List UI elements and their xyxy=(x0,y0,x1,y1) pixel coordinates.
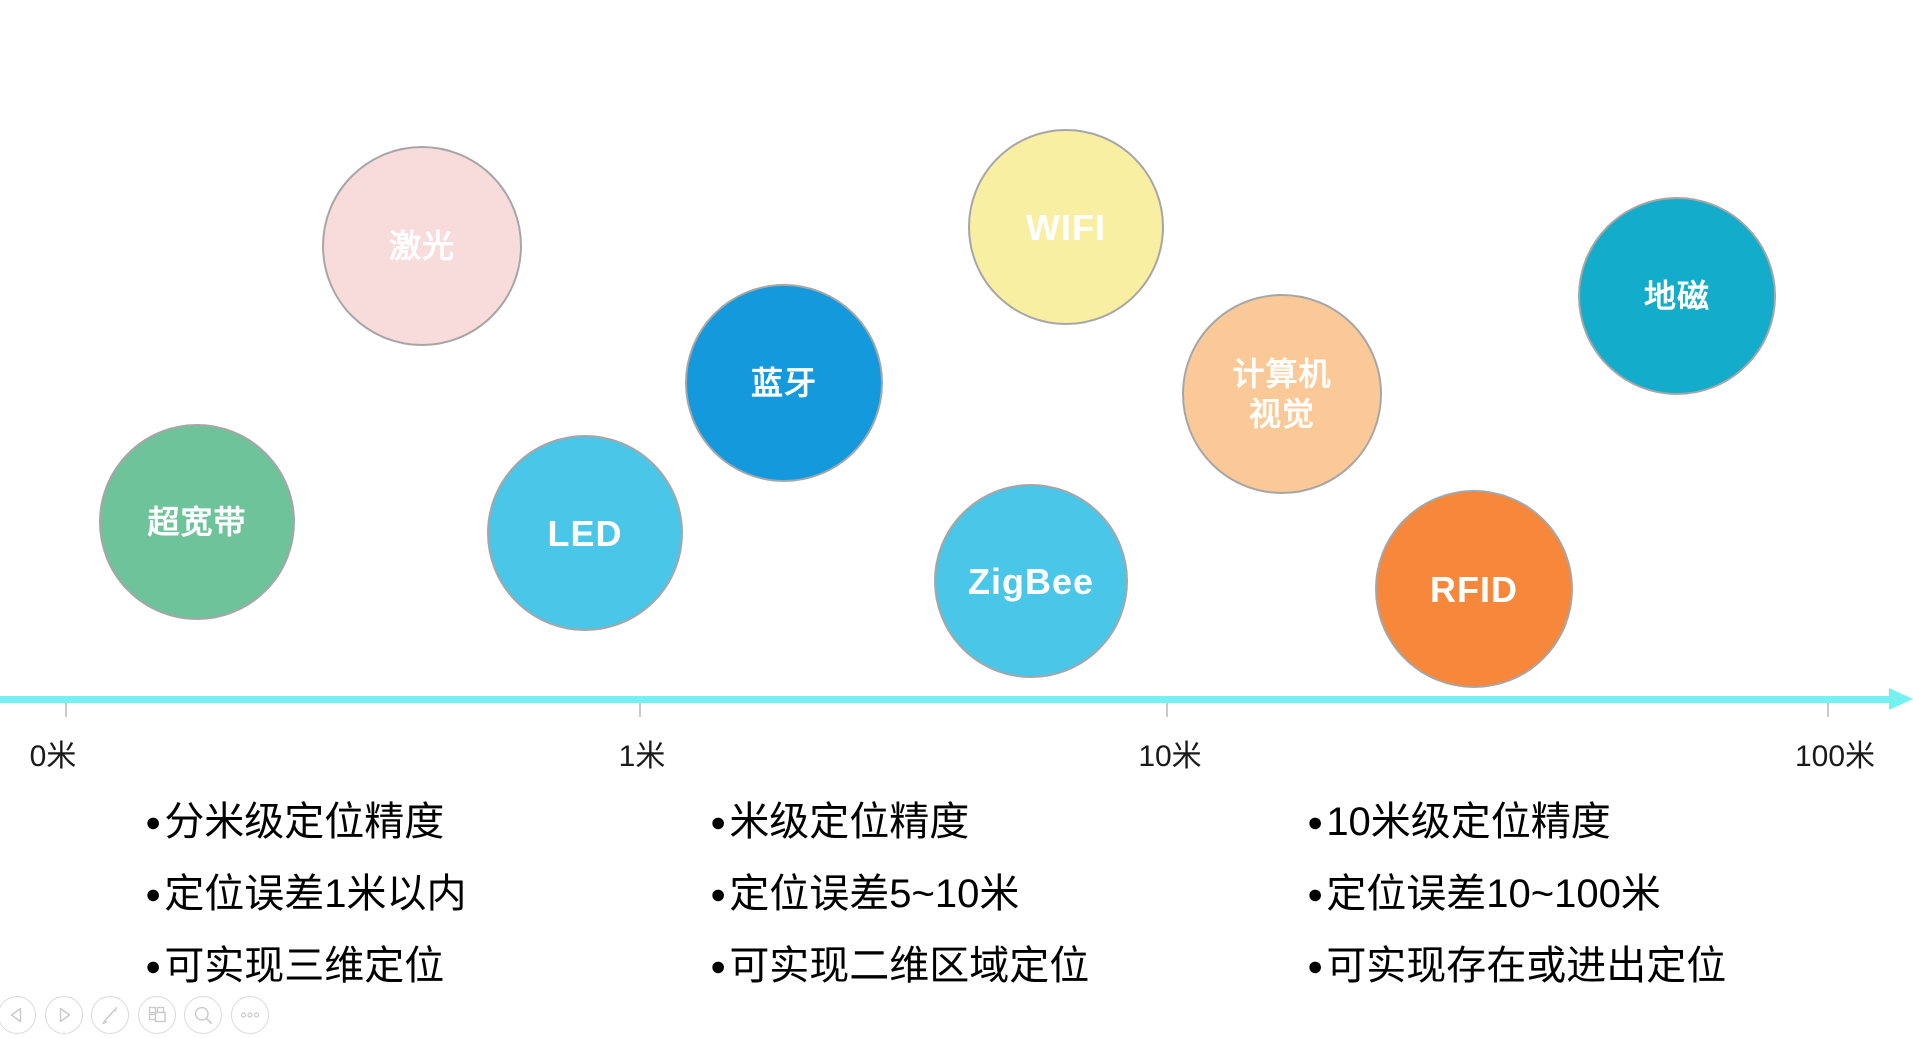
bubble-wifi: WIFI xyxy=(968,129,1164,325)
bubble-uwb: 超宽带 xyxy=(99,424,295,620)
legend-item: ●定位误差1米以内 xyxy=(145,858,467,930)
axis-tick-label: 10米 xyxy=(1138,740,1202,773)
bubble-geomagnetic: 地磁 xyxy=(1578,197,1776,395)
legend-item-text: 定位误差10~100米 xyxy=(1326,872,1661,916)
bubble-label-geomagnetic: 地磁 xyxy=(1643,278,1710,314)
bubble-led: LED xyxy=(487,435,683,631)
bubble-laser: 激光 xyxy=(322,146,522,346)
slides-panel-button[interactable] xyxy=(138,996,176,1034)
axis-tick-label: 0米 xyxy=(29,740,77,773)
zoom-button[interactable] xyxy=(184,996,222,1034)
legend-column-2: ●米级定位精度●定位误差5~10米●可实现二维区域定位 xyxy=(710,786,1089,1002)
bullet-icon: ● xyxy=(1307,878,1324,909)
axis-arrow-right xyxy=(1889,688,1913,710)
legend-item: ●定位误差5~10米 xyxy=(710,858,1089,930)
bullet-icon: ● xyxy=(145,950,162,981)
pen-icon xyxy=(92,997,128,1033)
bubble-label-bluetooth: 蓝牙 xyxy=(750,365,817,401)
magnifier-icon xyxy=(185,997,221,1033)
bullet-icon: ● xyxy=(710,806,727,837)
axis-tick xyxy=(1827,703,1829,717)
legend-item-text: 可实现三维定位 xyxy=(164,944,445,988)
legend-item: ●定位误差10~100米 xyxy=(1307,858,1726,930)
bubble-rfid: RFID xyxy=(1375,490,1573,688)
bubble-computer-vision: 计算机 视觉 xyxy=(1182,294,1382,494)
axis-tick xyxy=(1166,703,1168,717)
legend-item-text: 可实现二维区域定位 xyxy=(729,944,1090,988)
bullet-icon: ● xyxy=(710,950,727,981)
bubble-label-uwb: 超宽带 xyxy=(147,504,247,540)
bubble-label-led: LED xyxy=(547,512,623,554)
bullet-icon: ● xyxy=(145,878,162,909)
more-options-button[interactable] xyxy=(231,996,269,1034)
axis-tick-label: 1米 xyxy=(618,740,666,773)
previous-slide-button[interactable] xyxy=(0,996,36,1034)
legend-item: ●可实现二维区域定位 xyxy=(710,930,1089,1002)
bullet-icon: ● xyxy=(145,806,162,837)
legend-item: ●分米级定位精度 xyxy=(145,786,467,858)
legend-item: ●10米级定位精度 xyxy=(1307,786,1726,858)
bubble-label-wifi: WIFI xyxy=(1026,206,1106,248)
legend-item: ●可实现存在或进出定位 xyxy=(1307,930,1726,1002)
slides-icon xyxy=(139,997,175,1033)
axis-tick-label: 100米 xyxy=(1794,740,1876,773)
legend-item-text: 10米级定位精度 xyxy=(1326,800,1611,844)
legend-item-text: 可实现存在或进出定位 xyxy=(1326,944,1727,988)
bubble-label-zigbee: ZigBee xyxy=(967,560,1095,602)
bubble-label-computer-vision: 计算机 视觉 xyxy=(1232,356,1332,432)
bullet-icon: ● xyxy=(1307,806,1324,837)
legend-item: ●可实现三维定位 xyxy=(145,930,467,1002)
chevron-right-icon xyxy=(46,997,82,1033)
legend-item-text: 定位误差5~10米 xyxy=(729,872,1020,916)
chevron-left-icon xyxy=(0,997,35,1033)
bubble-zigbee: ZigBee xyxy=(934,484,1128,678)
ellipsis-icon xyxy=(232,997,268,1033)
axis-line xyxy=(0,696,1891,703)
pen-button[interactable] xyxy=(91,996,129,1034)
next-slide-button[interactable] xyxy=(45,996,83,1034)
bubble-label-laser: 激光 xyxy=(388,228,455,264)
legend-column-3: ●10米级定位精度●定位误差10~100米●可实现存在或进出定位 xyxy=(1307,786,1726,1002)
bullet-icon: ● xyxy=(710,878,727,909)
legend-column-1: ●分米级定位精度●定位误差1米以内●可实现三维定位 xyxy=(145,786,467,1002)
legend-item-text: 分米级定位精度 xyxy=(164,800,445,844)
axis-tick xyxy=(639,703,641,717)
bubble-bluetooth: 蓝牙 xyxy=(685,284,883,482)
bubble-label-rfid: RFID xyxy=(1430,568,1518,610)
legend-item: ●米级定位精度 xyxy=(710,786,1089,858)
legend-item-text: 定位误差1米以内 xyxy=(164,872,467,916)
legend-item-text: 米级定位精度 xyxy=(729,800,970,844)
axis-tick xyxy=(65,703,67,717)
bullet-icon: ● xyxy=(1307,950,1324,981)
